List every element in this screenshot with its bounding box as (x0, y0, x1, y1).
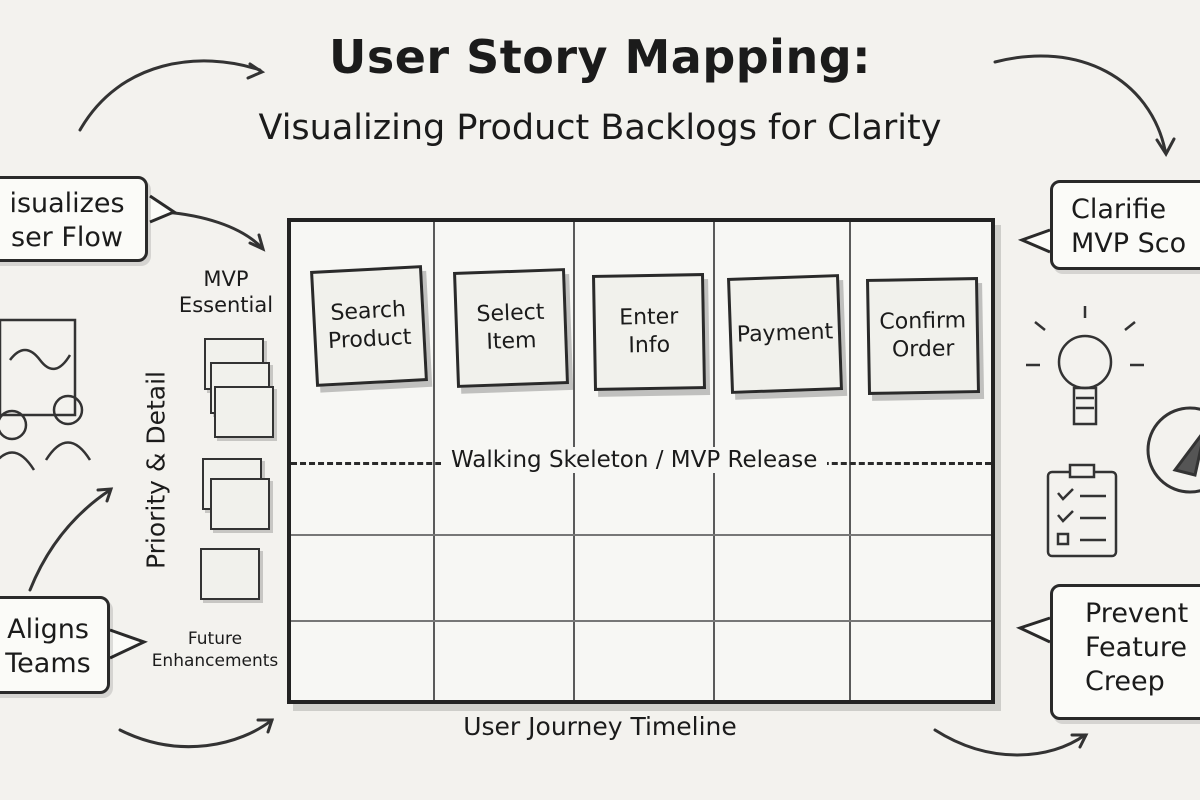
checklist-icon (1046, 463, 1118, 558)
user-journey-timeline-label: User Journey Timeline (463, 712, 737, 741)
priority-detail-axis-label: Priority & Detail (141, 370, 171, 570)
column-divider (849, 222, 851, 700)
arrow-align-up (28, 488, 112, 592)
compass-icon (1146, 406, 1200, 494)
arrow-title-right (993, 54, 1167, 152)
stack-note (210, 478, 270, 530)
arrow-bottom-left (118, 718, 274, 749)
row-divider (291, 620, 991, 622)
arrow-title-left (78, 59, 262, 132)
mvp-essential-label: MVP Essential (178, 267, 274, 317)
activity-note-search-product: Search Product (310, 265, 428, 387)
mvp-release-label: Walking Skeleton / MVP Release (441, 447, 828, 473)
activity-note-confirm-order: Confirm Order (865, 277, 981, 395)
future-enhancements-label: Future Enhancements (151, 629, 279, 671)
lightbulb-icon (1026, 306, 1144, 426)
team-whiteboard-icon (0, 318, 92, 471)
activity-note-select-item: Select Item (453, 268, 569, 388)
story-map-board: Walking Skeleton / MVP Release Search Pr… (287, 218, 995, 704)
column-divider (433, 222, 435, 700)
diagram-title: User Story Mapping: (328, 30, 872, 84)
arrow-to-board (163, 210, 264, 250)
diagram-subtitle: Visualizing Product Backlogs for Clarity (258, 108, 942, 148)
activity-note-enter-info: Enter Info (591, 273, 707, 391)
stack-note (200, 548, 260, 600)
activity-note-payment: Payment (727, 274, 843, 394)
stack-note (214, 386, 274, 438)
arrow-bottom-right (933, 728, 1087, 757)
row-divider (291, 534, 991, 536)
